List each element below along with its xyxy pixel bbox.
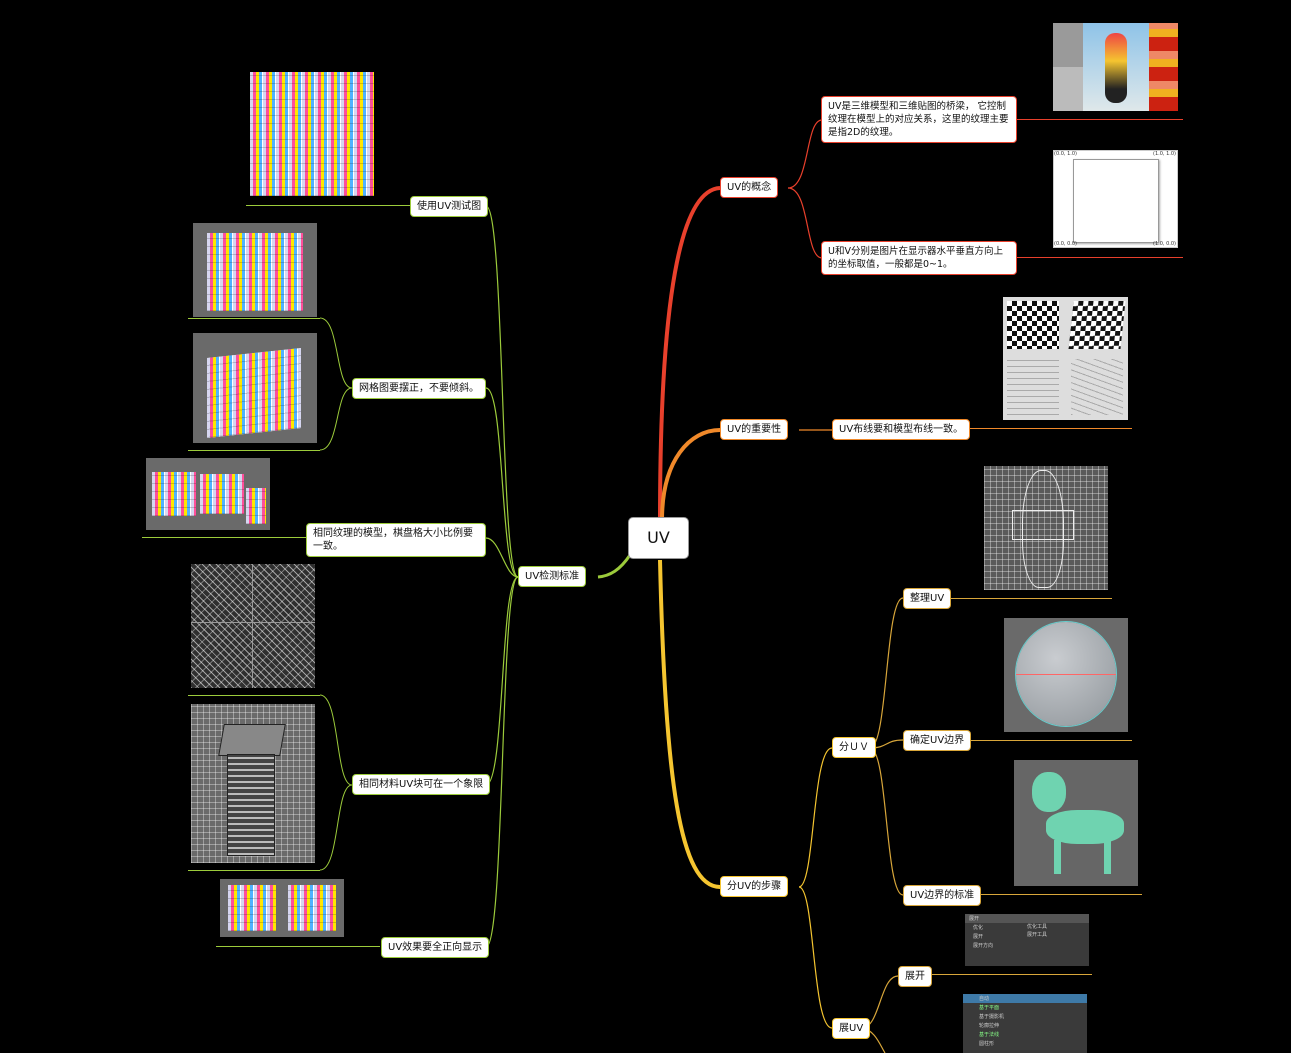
line-left-4 xyxy=(485,576,519,786)
node-left-child-4[interactable]: 相同材料UV块可在一个象限 xyxy=(352,774,491,795)
line-steps-split xyxy=(798,747,833,888)
line-left-2 xyxy=(485,387,519,578)
panel2-item-3: 轮廓拉伸 xyxy=(979,1023,1000,1029)
panel2-item-5: 圆柱形 xyxy=(979,1041,995,1047)
line-left-3 xyxy=(485,537,519,578)
panel2-item-4: 基于法线 xyxy=(979,1032,1000,1038)
branch-line-importance xyxy=(660,428,721,521)
line-left-img4a xyxy=(319,694,353,786)
node-split-child-2[interactable]: 确定UV边界 xyxy=(903,730,972,751)
underline-left-2a xyxy=(188,318,320,319)
node-left-child-3[interactable]: 相同纹理的模型，棋盘格大小比例要一致。 xyxy=(306,523,486,557)
uv-quadrant-layout-image xyxy=(191,564,315,688)
node-concept-desc2[interactable]: U和V分别是图片在显示器水平垂直方向上的坐标取值，一般都是0~1。 xyxy=(821,241,1017,275)
underline-left-4b xyxy=(188,870,320,871)
projection-panel-image: 自动 基于平面 基于摄影机 轮廓拉伸 基于法线 圆柱形 xyxy=(963,994,1087,1053)
root-node[interactable]: UV xyxy=(628,517,689,559)
node-uv-importance[interactable]: UV的重要性 xyxy=(720,419,789,440)
line-left-5 xyxy=(485,576,519,948)
node-concept-desc1[interactable]: UV是三维模型和三维贴图的桥梁， 它控制纹理在模型上的对应关系，这里的纹理主要是… xyxy=(821,96,1017,143)
line-steps-unfold xyxy=(798,886,833,1029)
branch-line-concept xyxy=(658,186,721,521)
panel1-item-0: 优化 xyxy=(973,925,984,931)
underline-split-2 xyxy=(968,740,1132,741)
line-concept-desc2 xyxy=(787,187,823,259)
forward-display-image xyxy=(220,879,344,937)
line-split-3 xyxy=(869,747,904,896)
uv-test-grid-image xyxy=(250,72,374,196)
coord-top-right: (1.0, 1.0) xyxy=(1153,151,1176,157)
underline-left-1 xyxy=(246,205,410,206)
node-split-uv[interactable]: 分ＵＶ xyxy=(832,737,876,758)
panel2-item-1: 基于平面 xyxy=(979,1005,1000,1011)
node-importance-desc[interactable]: UV布线要和模型布线一致。 xyxy=(832,419,971,440)
tilted-grid-box-image xyxy=(193,333,317,443)
line-left-img4b xyxy=(319,784,353,871)
coord-bottom-right: (1.0, 0.0) xyxy=(1153,241,1176,247)
branch-line-steps xyxy=(658,559,721,889)
panel2-item-2: 基于摄影机 xyxy=(979,1014,1005,1020)
coord-bottom-left: (0.0, 0.0) xyxy=(1054,241,1077,247)
node-uv-check-standard[interactable]: UV检测标准 xyxy=(518,566,587,587)
node-split-child-1[interactable]: 整理UV xyxy=(903,588,952,609)
branch-line-left xyxy=(597,554,632,579)
unfold-panel-image: 展开 优化 优化工具 展开 展开工具 展开方向 xyxy=(965,914,1089,966)
sphere-boundary-image xyxy=(1004,618,1128,732)
node-left-child-1[interactable]: 使用UV测试图 xyxy=(410,196,489,217)
checker-comparison-image xyxy=(1003,297,1128,420)
underline-left-5 xyxy=(216,946,380,947)
panel1-item-1: 优化工具 xyxy=(1027,924,1048,930)
dog-seam-image xyxy=(1014,760,1138,886)
panel1-title: 展开 xyxy=(965,914,1089,923)
underline-importance xyxy=(968,428,1132,429)
underline-concept-desc2 xyxy=(1017,257,1183,258)
panel1-item-3: 展开工具 xyxy=(1027,932,1048,938)
node-unfold-uv[interactable]: 展UV xyxy=(832,1018,871,1039)
straight-grid-box-image xyxy=(193,223,317,317)
node-left-child-5[interactable]: UV效果要全正向显示 xyxy=(381,937,490,958)
underline-split-3 xyxy=(976,894,1142,895)
character-texture-image xyxy=(1053,23,1178,111)
underline-concept-desc1 xyxy=(1017,119,1183,120)
line-left-img2b xyxy=(319,387,353,451)
underline-left-3 xyxy=(142,537,306,538)
node-uv-concept[interactable]: UV的概念 xyxy=(720,177,779,198)
underline-unfold-1 xyxy=(928,974,1092,975)
panel2-item-0: 自动 xyxy=(963,994,1087,1003)
scaled-checker-boxes-image xyxy=(146,458,270,530)
underline-split-1 xyxy=(946,598,1112,599)
line-concept-desc1 xyxy=(787,119,823,189)
line-left-img2a xyxy=(319,317,353,389)
underline-left-2b xyxy=(188,450,320,451)
panel1-item-4: 展开方向 xyxy=(973,943,994,949)
panel1-item-2: 展开 xyxy=(973,934,984,940)
node-uv-steps[interactable]: 分UV的步骤 xyxy=(720,876,789,897)
line-left-1 xyxy=(485,205,519,578)
coord-top-left: (0.0, 1.0) xyxy=(1054,151,1077,157)
node-unfold-child-1[interactable]: 展开 xyxy=(898,966,932,987)
underline-left-4a xyxy=(188,695,320,696)
line-split-1 xyxy=(869,597,904,749)
house-model-image xyxy=(191,704,315,863)
uv-coordinate-diagram: (0.0, 1.0) (1.0, 1.0) (0.0, 0.0) (1.0, 0… xyxy=(1053,150,1178,248)
node-split-child-3[interactable]: UV边界的标准 xyxy=(903,885,982,906)
uv-layout-image xyxy=(984,466,1108,590)
node-left-child-2[interactable]: 网格图要摆正，不要倾斜。 xyxy=(352,378,486,399)
